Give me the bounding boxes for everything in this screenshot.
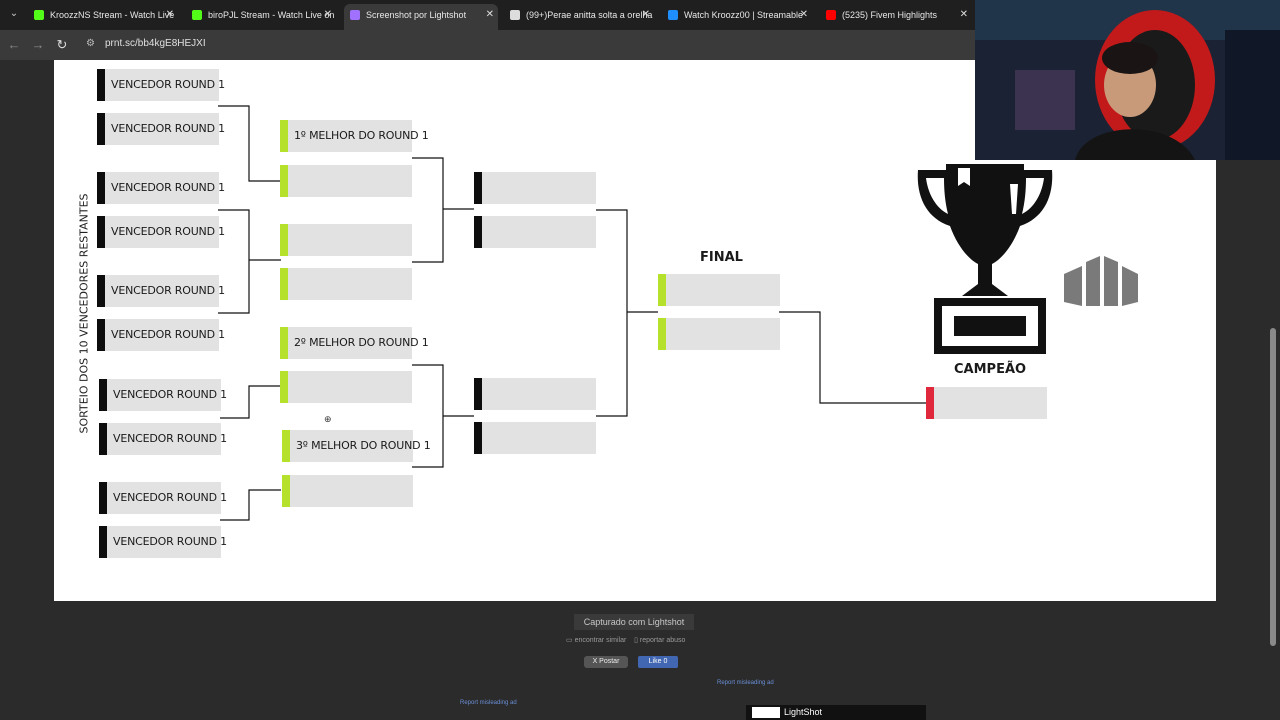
round3-slot bbox=[474, 378, 596, 410]
round1-slot: VENCEDOR ROUND 1 bbox=[97, 319, 225, 351]
footer-links: ▭ encontrar similar ▯ reportar abuso bbox=[566, 636, 685, 644]
round1-slot: VENCEDOR ROUND 1 bbox=[99, 423, 227, 455]
tab-title: biroPJL Stream - Watch Live on bbox=[208, 10, 335, 20]
slot-label: 3º MELHOR DO ROUND 1 bbox=[296, 439, 431, 452]
close-icon[interactable]: ✕ bbox=[485, 9, 494, 20]
kick-icon bbox=[192, 10, 202, 20]
brand-logo-icon bbox=[1064, 256, 1138, 306]
page-viewport: SORTEIO DOS 10 VENCEDORES RESTANTES VENC… bbox=[0, 60, 1280, 720]
tab-lightshot[interactable]: Screenshot por Lightshot ✕ bbox=[344, 4, 498, 30]
round2-slot bbox=[282, 475, 413, 507]
ad-title: LightShot bbox=[784, 707, 823, 717]
slot-label: VENCEDOR ROUND 1 bbox=[113, 491, 227, 504]
kick-icon bbox=[34, 10, 44, 20]
tab-title: (99+)Perae anitta solta a orelha bbox=[526, 10, 653, 20]
round2-slot bbox=[280, 268, 412, 300]
round3-slot bbox=[474, 422, 596, 454]
champion-label: CAMPEÃO bbox=[954, 362, 1027, 377]
champion-slot bbox=[926, 387, 1047, 419]
trophy-icon bbox=[917, 164, 1053, 354]
find-similar-link[interactable]: ▭ encontrar similar bbox=[566, 637, 627, 644]
side-title-text: SORTEIO DOS 10 VENCEDORES RESTANTES bbox=[77, 193, 91, 434]
find-similar-label: encontrar similar bbox=[574, 637, 627, 644]
tab-biropjl[interactable]: biroPJL Stream - Watch Live on ✕ bbox=[186, 4, 336, 26]
tab-search-icon[interactable]: ⌄ bbox=[9, 8, 19, 19]
close-icon[interactable]: ✕ bbox=[959, 9, 968, 20]
back-icon[interactable]: ← bbox=[7, 37, 21, 52]
lightshot-logo-icon bbox=[752, 707, 780, 718]
close-icon[interactable]: ✕ bbox=[799, 9, 808, 20]
slot-label: VENCEDOR ROUND 1 bbox=[113, 388, 227, 401]
reload-icon[interactable]: ↻ bbox=[56, 37, 68, 52]
round3-slot bbox=[474, 216, 596, 248]
captured-with-lightshot[interactable]: Capturado com Lightshot bbox=[574, 614, 694, 630]
slot-label: VENCEDOR ROUND 1 bbox=[111, 225, 225, 238]
round1-slot: VENCEDOR ROUND 1 bbox=[99, 526, 227, 558]
round2-slot bbox=[280, 224, 412, 256]
round1-slot: VENCEDOR ROUND 1 bbox=[99, 482, 227, 514]
slot-label: 2º MELHOR DO ROUND 1 bbox=[294, 336, 429, 349]
webcam-overlay bbox=[975, 0, 1280, 160]
streamable-icon bbox=[668, 10, 678, 20]
close-icon[interactable]: ✕ bbox=[323, 9, 332, 20]
site-info-icon[interactable]: ⚙ bbox=[86, 38, 95, 49]
round3-slot bbox=[474, 172, 596, 204]
round1-slot: VENCEDOR ROUND 1 bbox=[97, 216, 225, 248]
zoom-cursor-icon: ⊕ bbox=[324, 414, 332, 424]
slot-label: VENCEDOR ROUND 1 bbox=[111, 181, 225, 194]
close-icon[interactable]: ✕ bbox=[641, 9, 650, 20]
bracket-lines bbox=[218, 105, 926, 521]
webcam-feed bbox=[975, 0, 1280, 160]
final-label: FINAL bbox=[700, 250, 743, 265]
lightshot-ad[interactable]: LightShot bbox=[746, 705, 926, 720]
forward-icon[interactable]: → bbox=[31, 37, 45, 52]
slot-label: VENCEDOR ROUND 1 bbox=[111, 328, 225, 341]
facebook-like-button[interactable]: Like 0 bbox=[638, 656, 678, 668]
final-slot bbox=[658, 318, 780, 350]
tab-title: Screenshot por Lightshot bbox=[366, 10, 467, 20]
lightshot-icon bbox=[350, 10, 360, 20]
tiktok-icon bbox=[510, 10, 520, 20]
slot-label: VENCEDOR ROUND 1 bbox=[111, 284, 225, 297]
round2-slot: 3º MELHOR DO ROUND 1 bbox=[282, 430, 431, 462]
tab-streamable[interactable]: Watch Kroozz00 | Streamable ✕ bbox=[662, 4, 812, 26]
round1-slot: VENCEDOR ROUND 1 bbox=[99, 379, 227, 411]
url-field[interactable]: prnt.sc/bb4kgE8HEJXI bbox=[105, 38, 206, 49]
close-icon[interactable]: ✕ bbox=[165, 9, 174, 20]
round2-slot bbox=[280, 165, 412, 197]
round1-slot: VENCEDOR ROUND 1 bbox=[97, 172, 225, 204]
slot-label: VENCEDOR ROUND 1 bbox=[113, 535, 227, 548]
tab-title: Watch Kroozz00 | Streamable bbox=[684, 10, 804, 20]
tab-kroozzns[interactable]: KroozzNS Stream - Watch Live ✕ bbox=[28, 4, 178, 26]
round1-slot: VENCEDOR ROUND 1 bbox=[97, 113, 225, 145]
slot-label: VENCEDOR ROUND 1 bbox=[111, 78, 225, 91]
slot-label: 1º MELHOR DO ROUND 1 bbox=[294, 129, 429, 142]
final-slot bbox=[658, 274, 780, 306]
slot-label: VENCEDOR ROUND 1 bbox=[113, 432, 227, 445]
round1-slot: VENCEDOR ROUND 1 bbox=[97, 275, 225, 307]
round2-slot: 1º MELHOR DO ROUND 1 bbox=[280, 120, 429, 152]
tab-title: KroozzNS Stream - Watch Live bbox=[50, 10, 175, 20]
tab-youtube[interactable]: (5235) Fivem Highlights ✕ bbox=[820, 4, 972, 26]
report-misleading-ad-link[interactable]: Report misleading ad bbox=[460, 700, 517, 706]
report-abuse-link[interactable]: ▯ reportar abuso bbox=[634, 637, 686, 644]
tab-title: (5235) Fivem Highlights bbox=[842, 10, 938, 20]
post-on-x-button[interactable]: X Postar bbox=[584, 656, 628, 668]
tab-tiktok[interactable]: (99+)Perae anitta solta a orelha ✕ bbox=[504, 4, 654, 26]
round2-slot bbox=[280, 371, 412, 403]
report-misleading-ad-link[interactable]: Report misleading ad bbox=[717, 680, 774, 686]
scrollbar[interactable] bbox=[1270, 328, 1276, 646]
slot-label: VENCEDOR ROUND 1 bbox=[111, 122, 225, 135]
youtube-icon bbox=[826, 10, 836, 20]
round2-slot: 2º MELHOR DO ROUND 1 bbox=[280, 327, 429, 359]
report-abuse-label: reportar abuso bbox=[639, 637, 686, 644]
round1-slot: VENCEDOR ROUND 1 bbox=[97, 69, 225, 101]
